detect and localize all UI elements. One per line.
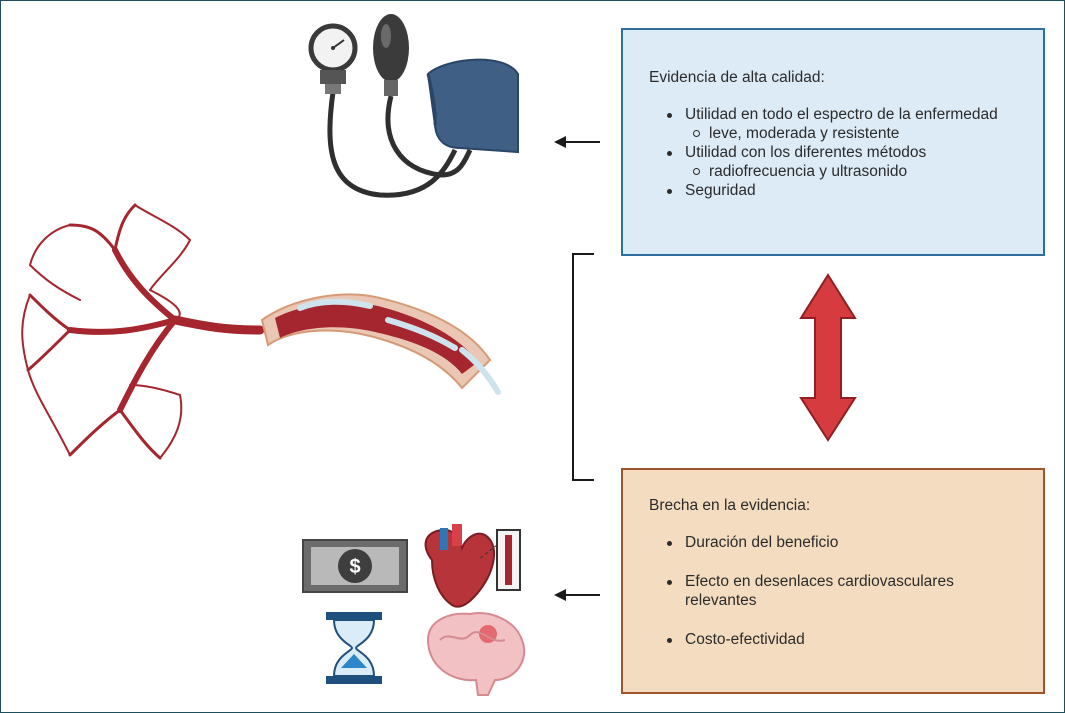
high-quality-evidence-box: Evidencia de alta calidad: Utilidad en t… <box>621 28 1045 256</box>
high-quality-evidence-list: Utilidad en todo el espectro de la enfer… <box>649 105 1017 200</box>
bracket-line <box>572 253 594 481</box>
hourglass-icon <box>326 612 382 684</box>
list-subitem: radiofrecuencia y ultrasonido <box>649 162 1017 181</box>
artery-vessel-section <box>260 293 501 395</box>
heart-icon <box>424 524 521 608</box>
list-item: Utilidad en todo el espectro de la enfer… <box>649 105 1017 124</box>
sphygmomanometer-icon <box>308 14 519 198</box>
brain-icon <box>426 612 526 696</box>
double-arrow-icon <box>799 273 857 442</box>
list-item: Seguridad <box>649 181 1017 200</box>
renal-artery-catheter-icon <box>21 203 265 460</box>
svg-text:$: $ <box>349 556 360 578</box>
list-item: Duración del beneficio <box>649 533 1017 552</box>
arrow-left-top <box>554 136 600 148</box>
high-quality-evidence-heading: Evidencia de alta calidad: <box>649 69 825 86</box>
list-item: Utilidad con los diferentes métodos <box>649 143 1017 162</box>
arrow-left-bottom <box>554 589 600 601</box>
list-subitem: leve, moderada y resistente <box>649 124 1017 143</box>
list-item: Costo-efectividad <box>649 630 1017 649</box>
list-item: Efecto en desenlaces cardiovasculares re… <box>649 572 1017 610</box>
evidence-gap-heading: Brecha en la evidencia: <box>649 497 811 514</box>
evidence-gap-box: Brecha en la evidencia: Duración del ben… <box>621 468 1045 694</box>
dollar-bill-icon: $ <box>302 539 408 593</box>
evidence-gap-list: Duración del beneficio Efecto en desenla… <box>649 533 1017 649</box>
